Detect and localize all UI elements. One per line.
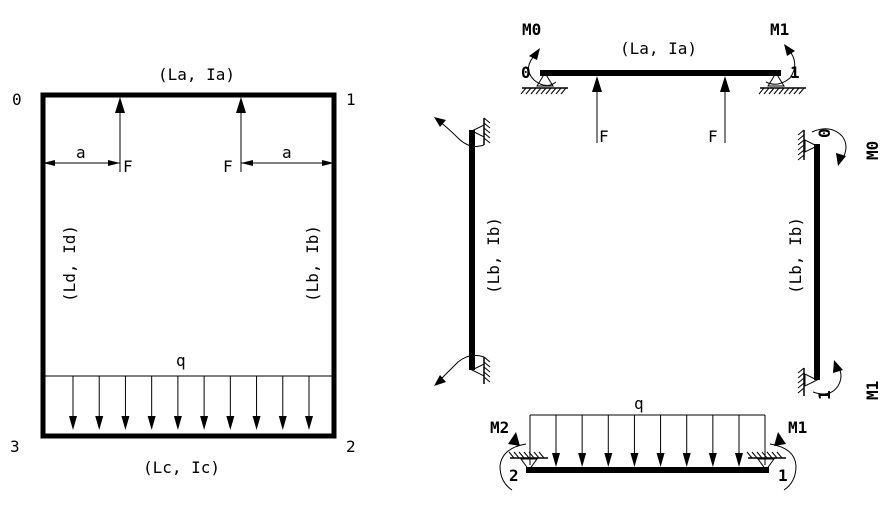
top-member-moment-right: M1 (770, 20, 789, 39)
frame-load-label: q (176, 351, 186, 370)
right-member-diagram: (Lb, Ib) M0 M1 0 1 (786, 128, 882, 400)
right-member-support-top (797, 129, 819, 161)
frame-left-member-label: (Ld, Id) (60, 225, 79, 302)
frame-force-arrow-right (236, 97, 246, 172)
frame-dimension-label-left: a (76, 143, 86, 162)
load-arrow (200, 376, 209, 430)
load-arrow (735, 415, 743, 467)
bottom-member-moment-right: M1 (788, 418, 807, 437)
frame-right-member-label: (Lb, Ib) (303, 225, 322, 302)
frame-outline (40, 92, 337, 439)
top-member-diagram: M0 M1 0 1 (La, Ia) F F (520, 20, 806, 146)
frame-node-1: 1 (346, 90, 356, 109)
top-member-force-label-right: F (708, 127, 718, 146)
bottom-member-node-left: 2 (509, 466, 519, 485)
load-arrow (552, 415, 560, 467)
frame-dimension-left (43, 160, 120, 166)
frame-node-2: 2 (346, 437, 356, 456)
bottom-member-moment-right-icon (769, 432, 797, 491)
frame-node-3: 3 (10, 437, 20, 456)
right-member-label: (Lb, Ib) (786, 217, 805, 294)
frame-dimension-label-right: a (282, 143, 292, 162)
bottom-member-diagram: q M2 M1 2 1 (490, 394, 807, 491)
right-member-moment-bottom-icon (812, 360, 843, 395)
left-member-diagram: (Lb, Ib) (434, 117, 503, 386)
right-member-support-bottom (797, 367, 819, 396)
right-member-node-top: 0 (815, 128, 834, 138)
frame-top-member-label: (La, Ia) (158, 65, 235, 84)
top-member-moment-left-icon (528, 48, 557, 86)
load-arrow (147, 376, 156, 430)
right-member-node-bottom: 1 (815, 390, 834, 400)
frame-force-label-left: F (123, 157, 133, 176)
right-member-moment-top-icon (811, 128, 847, 166)
bottom-member-load-label: q (634, 394, 644, 413)
frame-diagram: 0 1 2 3 (La, Ia) (Lc, Ic) (Ld, Id) (Lb, … (10, 65, 356, 477)
left-member-label: (Lb, Ib) (484, 217, 503, 294)
frame-bottom-member-label: (Lc, Ic) (143, 458, 220, 477)
left-member-moment-top-icon (434, 117, 485, 147)
load-arrow (708, 415, 717, 467)
load-arrow (604, 415, 613, 467)
load-arrow (682, 415, 691, 467)
load-arrow (630, 415, 639, 467)
top-member-moment-left: M0 (522, 20, 541, 39)
load-arrow (656, 415, 665, 467)
frame-dimension-right (241, 160, 334, 166)
top-member-label: (La, Ia) (620, 39, 697, 58)
top-member-force-arrow-right (720, 76, 730, 143)
top-member-node-right: 1 (790, 63, 800, 82)
left-member-support-top (470, 117, 491, 145)
top-member-node-left: 0 (521, 63, 531, 82)
load-arrow (226, 376, 235, 430)
load-arrow (578, 415, 587, 467)
left-member-support-bottom (470, 356, 491, 384)
frame-distributed-load (45, 375, 332, 430)
right-member-moment-bottom: M1 (863, 381, 882, 400)
frame-node-0: 0 (12, 90, 22, 109)
load-arrow (252, 376, 261, 430)
load-arrow (95, 376, 104, 430)
frame-force-arrow-left (115, 97, 125, 172)
top-member-support-left (520, 72, 568, 95)
top-member-support-right (758, 72, 806, 95)
bottom-member-moment-left-icon (499, 432, 527, 491)
top-member-force-arrow-left (592, 76, 602, 143)
bottom-member-support-right (746, 451, 786, 471)
load-arrow (69, 376, 77, 430)
load-arrow (278, 376, 287, 430)
load-arrow (121, 376, 130, 430)
frame-force-label-right: F (223, 157, 233, 176)
load-arrow (305, 376, 313, 430)
bottom-member-moment-left: M2 (490, 418, 509, 437)
top-member-moment-right-icon (765, 44, 796, 85)
top-member-force-label-left: F (599, 127, 609, 146)
load-arrow (173, 376, 182, 430)
bottom-member-node-right: 1 (778, 466, 788, 485)
bottom-member-distributed-load (529, 414, 766, 467)
left-member-moment-bottom-icon (434, 354, 485, 386)
right-member-moment-top: M0 (863, 141, 882, 160)
bottom-member-support-left (508, 451, 548, 471)
